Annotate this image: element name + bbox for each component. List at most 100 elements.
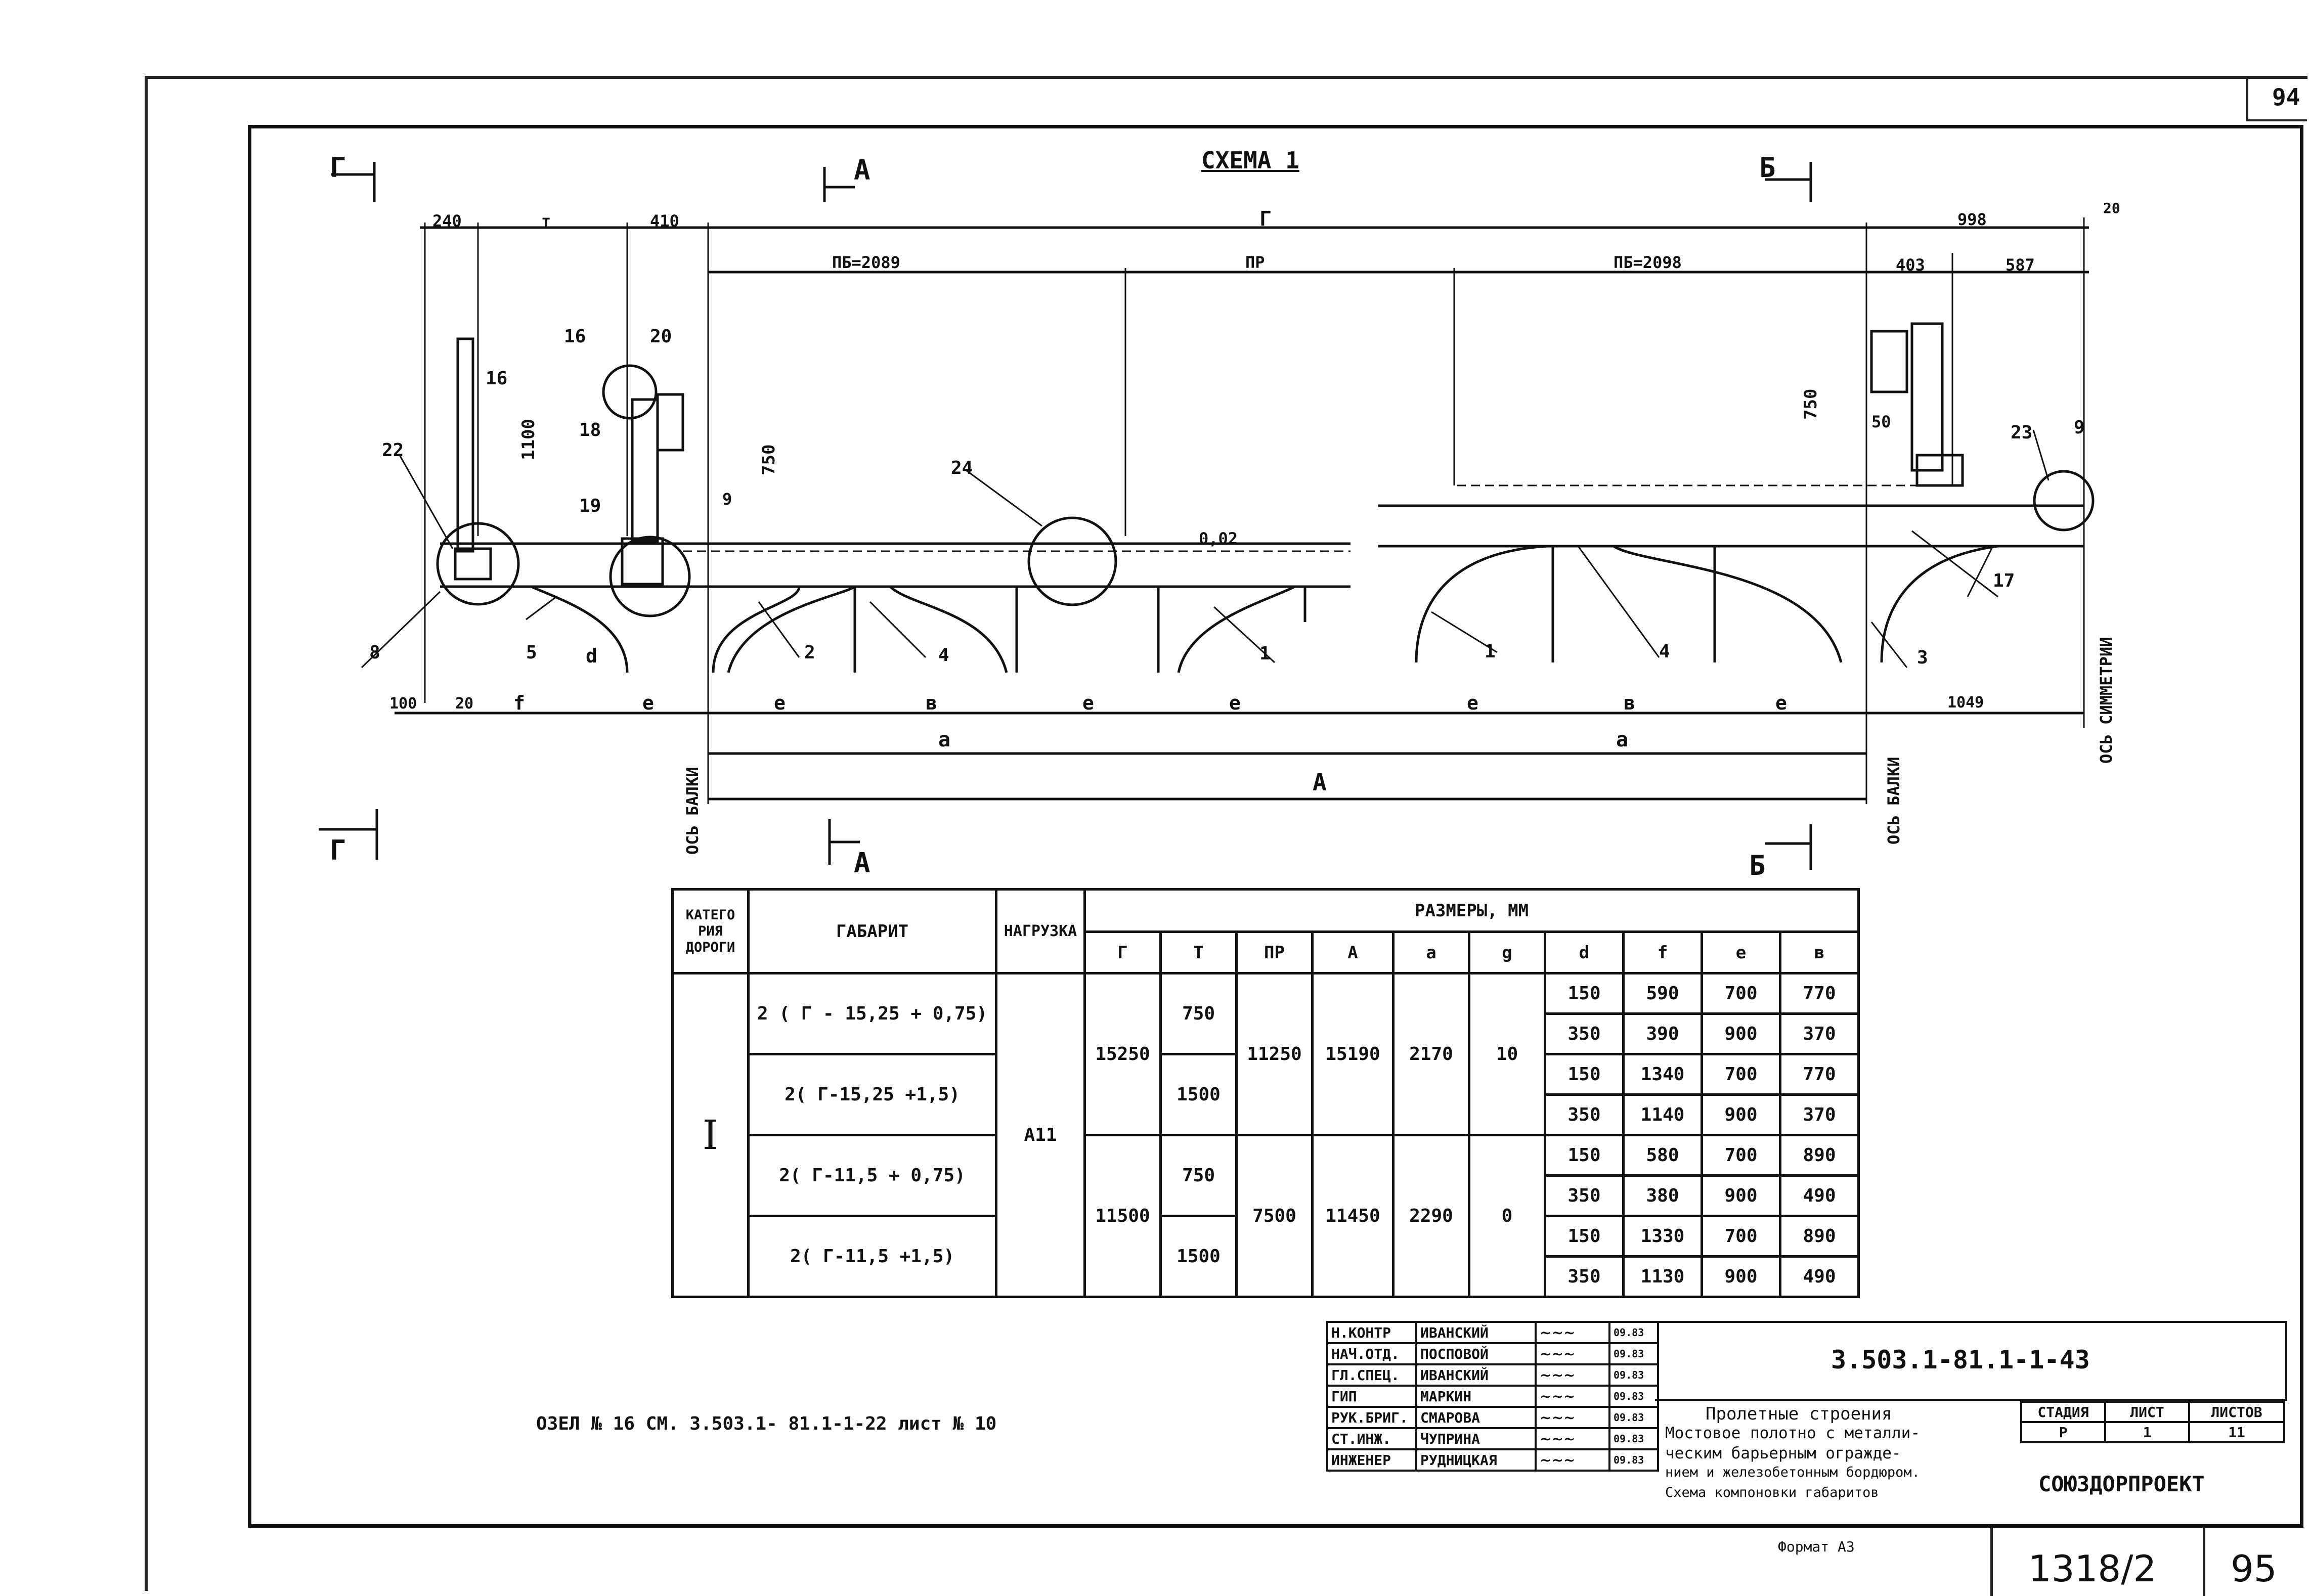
callout-2: 2 xyxy=(804,642,815,663)
header-col-e: е xyxy=(1701,930,1781,974)
role-cell: РУК.БРИГ. xyxy=(1326,1406,1417,1429)
cell-t-1: 750 xyxy=(1159,972,1238,1055)
date-cell: 09.83 xyxy=(1608,1448,1659,1472)
cell-gabarit-1: 2 ( Г - 15,25 + 0,75) xyxy=(747,972,997,1055)
cell-v: 770 xyxy=(1779,1053,1860,1096)
header-col-v: в xyxy=(1779,930,1860,974)
cell-v: 490 xyxy=(1779,1174,1860,1217)
role-cell: ИНЖЕНЕР xyxy=(1326,1448,1417,1472)
name-cell: ЧУПРИНА xyxy=(1415,1427,1537,1450)
callout-9-right: 9 xyxy=(2074,417,2085,438)
callout-24: 24 xyxy=(951,458,973,478)
name-cell: МАРКИН xyxy=(1415,1385,1537,1408)
cell-d: 150 xyxy=(1544,1215,1625,1258)
dim-e3: e xyxy=(1082,692,1094,714)
axis-label-beam-right: ОСЬ БАЛКИ xyxy=(1884,757,1903,845)
dim-v1: в xyxy=(926,692,937,714)
cell-e: 900 xyxy=(1701,1012,1781,1055)
cell-d: 350 xyxy=(1544,1174,1625,1217)
date-cell: 09.83 xyxy=(1608,1321,1659,1344)
dim-1100: 1100 xyxy=(518,419,539,460)
dim-t: т xyxy=(541,211,551,231)
archive-divider-left xyxy=(1990,1527,1993,1596)
cell-e: 700 xyxy=(1701,972,1781,1015)
header-col-A: А xyxy=(1311,930,1395,974)
dim-750-right: 750 xyxy=(1801,388,1821,420)
header-category-line3: ДОРОГИ xyxy=(685,939,735,955)
cell-gabarit-2: 2( Г-15,25 +1,5) xyxy=(747,1053,997,1136)
dim-e5: e xyxy=(1467,692,1478,714)
stage-value: Р xyxy=(2020,1421,2106,1443)
signature-cell: ~~~ xyxy=(1535,1342,1610,1365)
cell-gabarit-3: 2( Г-11,5 + 0,75) xyxy=(747,1134,997,1217)
header-col-f: f xyxy=(1622,930,1703,974)
cell-f: 1330 xyxy=(1622,1215,1703,1258)
section-mark-a-bottom: А xyxy=(854,847,870,879)
name-cell: ИВАНСКИЙ xyxy=(1415,1363,1537,1387)
callout-23: 23 xyxy=(2011,422,2033,443)
header-col-d: d xyxy=(1544,930,1625,974)
dim-e4: e xyxy=(1229,692,1241,714)
cell-gabarit-4: 2( Г-11,5 +1,5) xyxy=(747,1215,997,1298)
cell-d: 350 xyxy=(1544,1012,1625,1055)
name-cell: ИВАНСКИЙ xyxy=(1415,1321,1537,1344)
cell-e: 900 xyxy=(1701,1255,1781,1298)
cell-f: 580 xyxy=(1622,1134,1703,1177)
cell-A-2: 11450 xyxy=(1311,1134,1395,1298)
cell-f: 380 xyxy=(1622,1174,1703,1217)
sheets-value: 11 xyxy=(2188,1421,2285,1443)
cell-a-1: 2170 xyxy=(1392,972,1470,1136)
header-col-t: Т xyxy=(1159,930,1238,974)
dim-e1: e xyxy=(642,692,654,714)
role-cell: СТ.ИНЖ. xyxy=(1326,1427,1417,1450)
name-cell: РУДНИЦКАЯ xyxy=(1415,1448,1537,1472)
cell-e: 700 xyxy=(1701,1134,1781,1177)
callout-18: 18 xyxy=(579,420,601,440)
signature-cell: ~~~ xyxy=(1535,1321,1610,1344)
description-box: Пролетные строения Мостовое полотно с ме… xyxy=(1655,1401,2020,1522)
description-line2: Мостовое полотно с металли- xyxy=(1665,1424,1920,1442)
cell-e: 700 xyxy=(1701,1053,1781,1096)
name-cell: ПОСПОВОЙ xyxy=(1415,1342,1537,1365)
header-category-line1: КАТЕГО xyxy=(685,907,735,923)
cell-load: А11 xyxy=(995,972,1086,1298)
dim-a-right: a xyxy=(1616,728,1629,751)
name-cell: СМАРОВА xyxy=(1415,1406,1537,1429)
signature-block: Н.КОНТР ИВАНСКИЙ ~~~ 09.83 НАЧ.ОТД. ПОСП… xyxy=(1326,1321,1659,1472)
dim-403: 403 xyxy=(1896,255,1925,275)
dim-e6: e xyxy=(1775,692,1787,714)
organization-name: СОЮЗДОРПРОЕКТ xyxy=(2038,1472,2205,1496)
dim-20: 20 xyxy=(455,695,474,713)
sheet-corner-number: 94 xyxy=(2272,83,2300,111)
callout-19: 19 xyxy=(579,496,601,516)
sheets-header: ЛИСТОВ xyxy=(2188,1401,2285,1423)
callout-3: 3 xyxy=(1917,647,1928,668)
callout-4-right: 4 xyxy=(1659,641,1670,662)
cell-d: 350 xyxy=(1544,1093,1625,1136)
format-label: Формат А3 xyxy=(1778,1538,1855,1555)
callout-17: 17 xyxy=(1993,570,2015,591)
dim-a-left: a xyxy=(938,728,951,751)
sheet-outer-frame xyxy=(145,76,2307,1591)
description-line3: ческим барьерным огражде- xyxy=(1665,1444,1901,1462)
dim-pb-right: ПБ=2098 xyxy=(1614,253,1682,272)
cell-t-4: 1500 xyxy=(1159,1215,1238,1298)
signature-cell: ~~~ xyxy=(1535,1385,1610,1408)
dim-f: f xyxy=(513,692,525,714)
description-line5: Схема компоновки габаритов xyxy=(1665,1485,1879,1500)
section-mark-b-top: Б xyxy=(1759,152,1776,184)
cell-g-small-2: 0 xyxy=(1468,1134,1546,1298)
cell-d: 150 xyxy=(1544,1134,1625,1177)
dim-A: A xyxy=(1313,769,1327,796)
cell-v: 490 xyxy=(1779,1255,1860,1298)
section-mark-g-bottom: Г xyxy=(330,834,346,866)
signature-cell: ~~~ xyxy=(1535,1427,1610,1450)
drawing-frame xyxy=(248,125,2303,1528)
dim-100: 100 xyxy=(389,695,417,713)
header-category-line2: РИЯ xyxy=(698,923,723,939)
cell-f: 1340 xyxy=(1622,1053,1703,1096)
section-mark-g-top: Г xyxy=(330,152,346,184)
dim-20-top: 20 xyxy=(2103,200,2120,216)
cell-t-2: 1500 xyxy=(1159,1053,1238,1136)
sheet-value: 1 xyxy=(2104,1421,2190,1443)
